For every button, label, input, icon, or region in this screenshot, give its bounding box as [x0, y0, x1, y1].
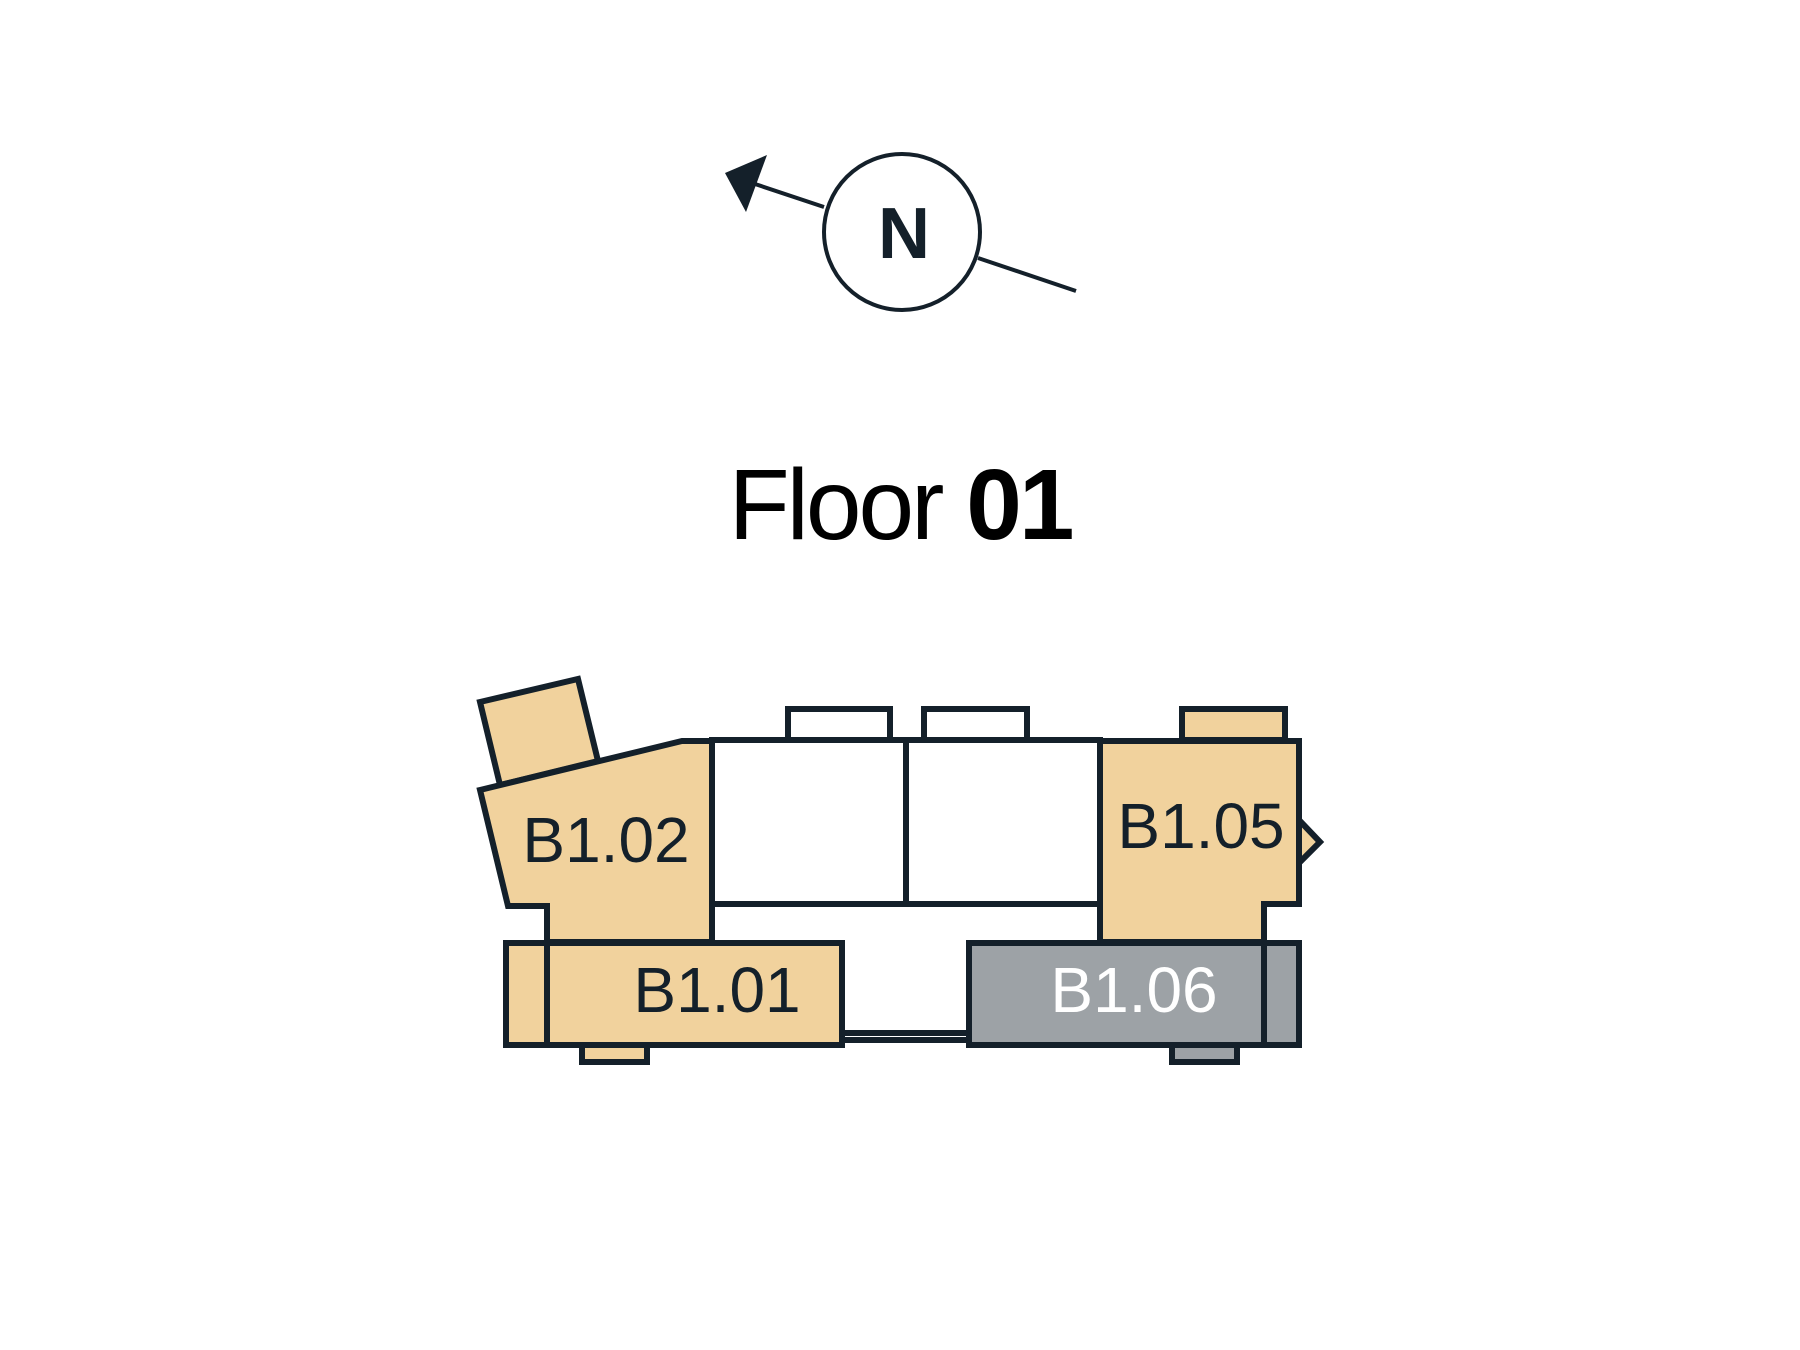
- compass-circle: [822, 152, 982, 312]
- compass-line-south: [977, 256, 1077, 293]
- unit-b1-05-bay-window: [1296, 817, 1325, 866]
- compass: N: [725, 152, 1077, 312]
- unit-b1-01-shape[interactable]: [503, 940, 845, 1048]
- building-plan: B1.02 B1.01 B1.05 B1.06: [476, 675, 1325, 1065]
- unit-b1-05[interactable]: B1.05: [1097, 706, 1325, 945]
- unit-b1-06-shape[interactable]: [966, 940, 1302, 1048]
- common-balcony-2: [921, 706, 1030, 743]
- unit-b1-01-label: B1.01: [633, 954, 800, 1026]
- north-arrow-icon: [725, 155, 767, 212]
- unit-b1-05-balcony[interactable]: [1179, 706, 1288, 743]
- unit-b1-02-label: B1.02: [522, 804, 689, 876]
- unit-b1-01[interactable]: B1.01: [503, 940, 845, 1065]
- unit-b1-06[interactable]: B1.06: [966, 940, 1302, 1065]
- unit-b1-06-label: B1.06: [1050, 954, 1217, 1026]
- floor-title-number: 01: [966, 449, 1074, 561]
- floor-title: Floor 01: [0, 455, 1800, 555]
- compass-line-north: [751, 181, 825, 209]
- unit-b1-02[interactable]: B1.02: [476, 675, 715, 945]
- compass-label: N: [878, 194, 930, 274]
- floor-title-prefix: Floor: [728, 449, 945, 561]
- unit-b1-05-label: B1.05: [1117, 790, 1284, 862]
- common-balcony-1: [785, 706, 893, 743]
